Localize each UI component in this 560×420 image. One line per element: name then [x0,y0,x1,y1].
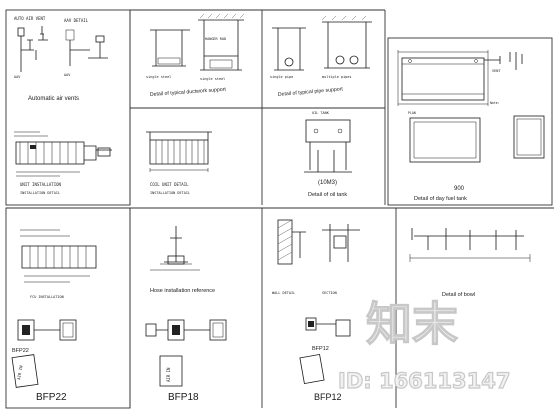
panel-duct-support: HANGER ROD single steel single steel Det… [146,13,245,98]
panel-unit-elevation: UNIT INSTALLATION INSTALLATION DETAIL [14,131,112,195]
svg-text:OIL TANK: OIL TANK [312,111,330,115]
panel-pipe-support: single pipe multiple pipes Detail of typ… [270,15,372,98]
pipe-support-caption: Detail of typical pipe support [278,86,344,98]
svg-text:WALL DETAIL: WALL DETAIL [272,291,295,295]
air-vents-caption: Automatic air vents [28,96,79,102]
watermark-logo: 知末 [366,297,458,351]
panel-frame-left-bottom [5,207,131,409]
svg-text:INSTALLATION DETAIL: INSTALLATION DETAIL [150,191,190,195]
svg-text:UNIT INSTALLATION: UNIT INSTALLATION [20,182,62,187]
svg-text:Note:: Note: [490,101,500,105]
bfp12-big-label: BFP12 [314,392,342,402]
svg-text:single pipe: single pipe [270,75,293,79]
svg-text:single steel: single steel [146,75,171,79]
svg-text:multiple pipes: multiple pipes [322,75,352,79]
svg-text:PLAN: PLAN [408,111,416,115]
watermark: 知末 ID: 166113147 [337,296,511,393]
fuel-tank-capacity: 900 [454,186,465,192]
svg-text:AAV DETAIL: AAV DETAIL [64,18,89,23]
svg-text:AUTO AIR VENT: AUTO AIR VENT [14,16,46,21]
svg-text:AAV: AAV [14,75,21,79]
svg-text:SECTION: SECTION [322,291,337,295]
watermark-id: ID: 166113147 [338,369,510,393]
grid-divider-bottom [6,207,554,408]
bfp18-big-label: BFP18 [168,392,199,403]
svg-text:AIR IN: AIR IN [166,367,171,382]
panel-grid [5,9,554,409]
panel-wall-bfp12: WALL DETAIL SECTION BFP12 BFP12 [272,219,360,402]
svg-text:AAV: AAV [64,73,71,77]
svg-text:VENT: VENT [492,69,501,73]
svg-text:AIR IN: AIR IN [16,364,24,380]
oil-tank-capacity: (10M3) [318,180,337,186]
hose-caption: Hose installation reference [150,288,215,294]
svg-text:INSTALLATION DETAIL: INSTALLATION DETAIL [20,191,60,195]
panel-frame-fuel-tank [387,37,553,206]
bowl-caption: Detail of bowl [442,292,475,298]
svg-text:HANGER ROD: HANGER ROD [205,37,226,41]
panel-oil-tank: OIL TANK (10M3) Detail of oil tank [304,111,352,198]
panel-unit-bfp22: FCU INSTALLATION BFP22 AIR IN BFP22 [11,229,97,403]
bfp22-big-label: BFP22 [36,392,67,403]
panel-coil-unit: COIL UNIT DETAIL INSTALLATION DETAIL [146,131,212,195]
grid-divider-top [129,9,386,205]
bfp22-tag: BFP22 [12,348,29,354]
panel-bowl: Detail of bowl [409,228,531,298]
fuel-tank-caption: Detail of day fuel tank [414,196,467,202]
svg-text:COIL UNIT DETAIL: COIL UNIT DETAIL [150,182,189,187]
duct-support-caption: Detail of typical ductwork support [150,87,227,98]
oil-tank-caption: Detail of oil tank [308,192,347,198]
panel-air-vents: AUTO AIR VENT AAV DETAIL AAV AAV Automat… [14,16,108,102]
panel-hose: Hose installation reference AIR IN BFP18 [145,226,227,403]
svg-text:FCU INSTALLATION: FCU INSTALLATION [30,295,64,299]
svg-text:single steel: single steel [200,77,225,81]
bfp12-tag: BFP12 [312,346,329,352]
panel-day-fuel-tank: VENT Note: PLAN 900 Detail of day fuel t… [397,50,545,202]
